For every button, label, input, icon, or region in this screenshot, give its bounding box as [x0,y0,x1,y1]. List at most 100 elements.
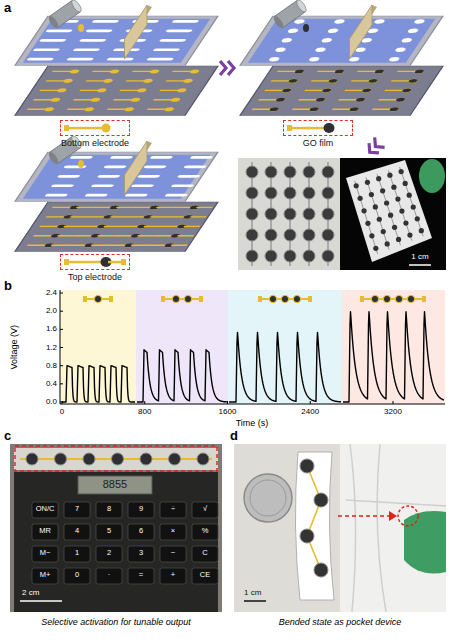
electrode-lead [126,80,145,81]
go-film [414,70,425,74]
device-inset [161,296,165,302]
device-line [377,174,400,245]
electrode-pad [294,69,306,73]
stencil-hole [183,166,207,169]
key-label: MR [39,527,51,536]
go-film [328,79,339,83]
electrode-pad [83,107,95,111]
device-dot [284,208,296,220]
chevron [365,143,379,157]
electrode-lead [166,216,185,217]
device-dot [361,208,366,213]
device-dot [303,229,315,241]
key-label: ON/C [36,505,55,514]
key-label: 9 [139,505,143,514]
device-dot [407,232,412,237]
electrode-lead [39,90,58,91]
device-inset [308,296,312,302]
stencil-hole [103,166,127,169]
key-label: 7 [75,505,79,514]
device-dot [373,204,378,209]
stencil-hole [177,175,201,178]
stencil-hole [394,48,407,53]
stencil-hole [150,156,174,159]
electrode-pad [275,98,287,102]
device-dot [300,459,314,473]
electrode-icon [62,122,128,134]
stencil-hole [73,48,101,51]
calculator-key [96,502,122,518]
stencil-hole [124,194,148,197]
calculator-key [32,502,58,518]
green-glove [419,159,445,193]
voltage-trace [62,366,135,402]
device-dot [396,237,401,242]
stencil-hole [159,39,187,42]
device-dot [314,493,328,507]
device-dot [385,241,390,246]
top-electrode [70,216,87,217]
device-line [307,466,321,570]
key-label: √ [203,505,207,514]
scale-bar [244,600,266,602]
key-label: 1 [75,549,79,558]
electrode-lead [311,80,330,81]
photo-background [238,158,340,270]
device-dot [373,246,378,251]
top-electrode [177,235,194,236]
stencil-hole [79,39,107,42]
electrode-lead [372,109,391,110]
calculator-key [64,568,90,584]
calculator-key [64,546,90,562]
electrode-pad [109,69,121,73]
electrode-pad [268,107,280,111]
device-dot [197,453,209,465]
calculator-key [192,568,218,584]
electrode-lead [67,109,86,110]
electrode-pad [287,79,299,83]
green-glove [404,511,446,574]
electrode-pad [361,88,373,92]
axis-tick-label: 0.4 [46,379,57,388]
electrode-lead [147,245,166,246]
electrode-lead [66,127,104,130]
electrode-lead [159,90,178,91]
key-label: 0 [75,571,79,580]
stencil-hole [308,57,321,62]
electrode-lead [126,216,145,217]
calculator-key [192,524,218,540]
calculator-key [32,546,58,562]
tick [60,293,63,294]
scale-bar [20,600,62,602]
axis-tick-label: 0.8 [46,361,57,370]
device-inset [109,296,113,302]
electrode-lead [277,71,296,72]
device-inset [293,295,300,302]
tick [60,329,63,330]
stencil-hole [137,175,161,178]
device-dot [365,180,370,185]
device-dot [399,169,404,174]
electrode-lead [86,80,105,81]
calculator-key [192,502,218,518]
device-line [366,177,389,249]
axis-tick-label: 2.4 [46,288,57,297]
device-dot [377,217,382,222]
key-label: + [171,571,175,580]
key-label: · [108,571,111,580]
calculator-key [32,524,58,540]
electrode-pad [281,88,293,92]
go-film [355,98,366,102]
device-dot [384,200,389,205]
stencil-hole [388,57,401,62]
chevron [228,61,234,75]
device-dot [265,250,277,262]
axis-title: Time (s) [236,418,269,428]
key-label: − [171,549,175,558]
electrode-pad [121,259,126,265]
ink-cup [47,0,83,29]
electrode-icon [62,256,128,268]
coin-ring [250,480,286,516]
device-dot [369,233,374,238]
